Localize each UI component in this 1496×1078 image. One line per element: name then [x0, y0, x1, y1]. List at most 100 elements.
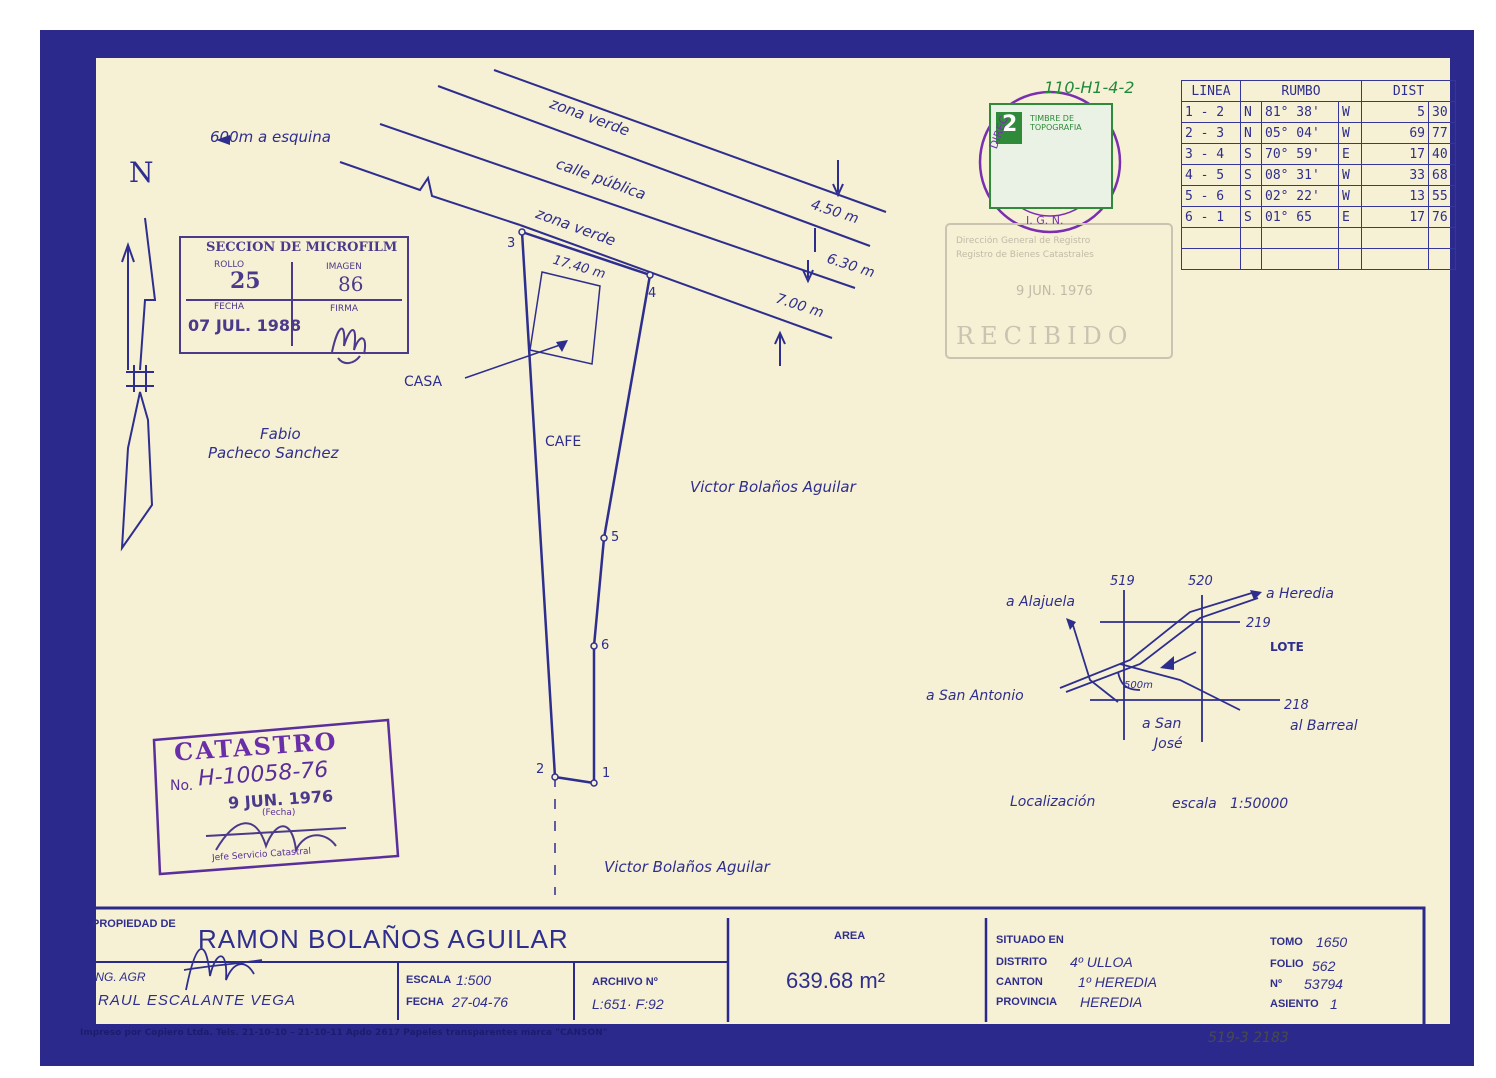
table-cell: W: [1338, 185, 1362, 207]
point-6-label: 6: [601, 638, 610, 653]
recibido-date: 9 JUN. 1976: [1016, 284, 1093, 299]
point-3-label: 3: [507, 236, 516, 251]
coord-218: 218: [1284, 698, 1309, 713]
crop-label: CAFE: [545, 434, 582, 450]
table-cell: 6 - 1: [1181, 206, 1241, 228]
folio-value: 562: [1312, 958, 1336, 974]
table-row: [1181, 227, 1456, 249]
table-cell: 3 - 4: [1181, 143, 1241, 165]
to-corner-label: 600m a esquina: [210, 128, 331, 146]
table-cell: S: [1240, 164, 1262, 186]
bearings-header-linea: LINEA: [1181, 80, 1241, 102]
engineer-name: RAUL ESCALANTE VEGA: [98, 992, 296, 1009]
table-cell: W: [1338, 164, 1362, 186]
tomo-label: TOMO: [1270, 936, 1303, 948]
coord-519: 519: [1110, 574, 1135, 589]
table-cell: 13: [1361, 185, 1429, 207]
rollo-value: 25: [230, 268, 261, 294]
table-cell: 08° 31': [1261, 164, 1339, 186]
microfilm-stamp-frame: [179, 236, 409, 354]
printer-imprint: Impreso por Copiero Ltda. Tels. 21-10-10…: [80, 1028, 608, 1038]
escala-label: ESCALA: [406, 974, 452, 986]
microfilm-date: 07 JUL. 1988: [188, 316, 302, 335]
footer-box: [82, 906, 1426, 1030]
table-row: 2 - 3 N 05° 04' W 69 77: [1181, 122, 1456, 144]
san-jose-label-1: a San: [1142, 716, 1182, 732]
table-row: 3 - 4 S 70° 59' E 17 40: [1181, 143, 1456, 165]
table-cell: 76: [1428, 206, 1456, 228]
distance-500m-label: 500m: [1124, 680, 1153, 691]
canton-value: 1º HEREDIA: [1078, 974, 1158, 990]
east-neighbor-label: Victor Bolaños Aguilar: [690, 478, 856, 496]
coord-520: 520: [1188, 574, 1213, 589]
area-label: AREA: [834, 930, 866, 942]
san-antonio-label: a San Antonio: [926, 688, 1024, 704]
point-4-label: 4: [648, 286, 657, 301]
bottom-reference: 519-3 2183: [1208, 1030, 1289, 1046]
table-cell: W: [1338, 101, 1362, 123]
table-cell: 70° 59': [1261, 143, 1339, 165]
barreal-label: al Barreal: [1290, 718, 1358, 734]
table-cell: 69: [1361, 122, 1429, 144]
table-row: 4 - 5 S 08° 31' W 33 68: [1181, 164, 1456, 186]
recibido-word: RECIBIDO: [956, 322, 1134, 350]
microfilm-title: SECCION DE MICROFILM: [206, 240, 398, 255]
owner-label: PROPIEDAD DE: [92, 918, 176, 930]
catastro-signature: [205, 822, 347, 854]
house-label: CASA: [404, 374, 443, 390]
street-lines: [339, 69, 887, 366]
table-cell: E: [1338, 206, 1362, 228]
lote-label: LOTE: [1270, 640, 1304, 654]
table-row: 5 - 6 S 02° 22' W 13 55: [1181, 185, 1456, 207]
table-cell: 4 - 5: [1181, 164, 1241, 186]
imagen-label: IMAGEN: [326, 262, 362, 272]
table-row: 1 - 2 N 81° 38' W 5 30: [1181, 101, 1456, 123]
table-cell: 5: [1361, 101, 1429, 123]
alajuela-label: a Alajuela: [1006, 594, 1075, 610]
catastro-no-label: No.: [170, 778, 194, 794]
catastro-stamp-frame: [152, 718, 400, 876]
situado-label: SITUADO EN: [996, 934, 1064, 946]
ign-label: I. G. N.: [1026, 214, 1064, 227]
recibido-stamp-frame: [945, 223, 1173, 359]
lot-outline: [464, 230, 652, 895]
catastro-fecha-label: (Fecha): [262, 808, 296, 818]
escala-value: 1:500: [456, 972, 492, 988]
table-cell: 5 - 6: [1181, 185, 1241, 207]
imagen-value: 86: [338, 272, 364, 296]
fecha-value: 27-04-76: [452, 994, 509, 1010]
bearings-header-rumbo: RUMBO: [1240, 80, 1362, 102]
table-row: 6 - 1 S 01° 65 E 17 76: [1181, 206, 1456, 228]
table-cell: 77: [1428, 122, 1456, 144]
canton-label: CANTON: [996, 976, 1043, 988]
bearings-header-dist: DIST: [1361, 80, 1456, 102]
bearings-table: LINEA RUMBO DIST 1 - 2 N 81° 38' W 5 30 …: [1181, 80, 1456, 270]
table-cell: N: [1240, 101, 1262, 123]
provincia-value: HEREDIA: [1080, 994, 1143, 1010]
microfilm-signature: [331, 327, 366, 364]
table-cell: 33: [1361, 164, 1429, 186]
reference-number: 110-H1-4-2: [1044, 78, 1135, 97]
location-title: Localización: [1010, 794, 1096, 810]
table-cell: 05° 04': [1261, 122, 1339, 144]
table-cell: E: [1338, 143, 1362, 165]
table-cell: 68: [1428, 164, 1456, 186]
fecha-label: FECHA: [406, 996, 444, 1008]
heredia-label: a Heredia: [1266, 586, 1334, 602]
fecha-label: FECHA: [214, 302, 245, 312]
owner-name: RAMON BOLAÑOS AGUILAR: [198, 924, 569, 954]
asiento-label: ASIENTO: [1270, 998, 1319, 1010]
folio-label: FOLIO: [1270, 958, 1304, 970]
rollo-label: ROLLO: [214, 260, 245, 270]
table-cell: S: [1240, 143, 1262, 165]
archivo-value: L:651· F:92: [592, 996, 664, 1012]
table-cell: 81° 38': [1261, 101, 1339, 123]
timbre-label: TIMBRE DE TOPOGRAFIA: [1030, 114, 1082, 132]
area-value: 639.68 m²: [786, 968, 886, 993]
table-cell: 02° 22': [1261, 185, 1339, 207]
tomo-value: 1650: [1316, 934, 1348, 950]
engineer-signature: [183, 948, 263, 991]
table-cell: S: [1240, 185, 1262, 207]
point-2-label: 2: [536, 762, 545, 777]
